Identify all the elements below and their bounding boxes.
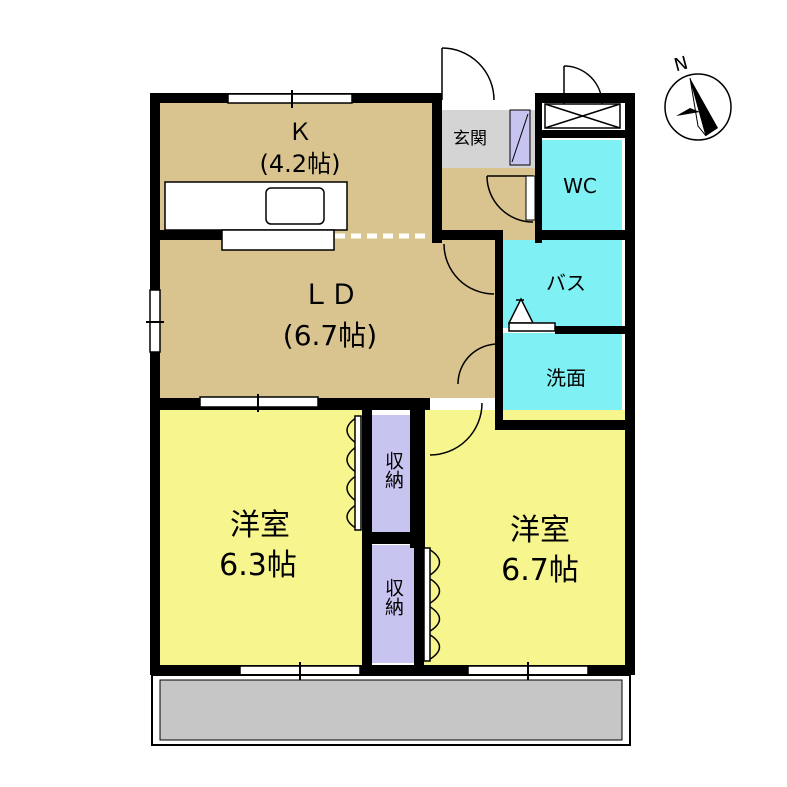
western-room-left-area	[160, 410, 362, 665]
window-mullions	[146, 90, 529, 680]
kitchen-counter-front	[221, 229, 335, 251]
bath-label: バス	[546, 271, 586, 295]
genkan-label: 玄関	[453, 129, 487, 149]
wc-label: WC	[563, 174, 597, 198]
balcony-railing	[151, 674, 631, 746]
service-balcony-gate	[544, 103, 621, 129]
bath-door-panel	[508, 322, 556, 332]
wc-area	[540, 140, 622, 230]
kitchen-size-label: (4.2帖)	[260, 150, 341, 178]
washroom-label: 洗面	[546, 366, 586, 390]
compass-label: N	[672, 53, 690, 77]
north-arrow-icon	[664, 73, 732, 141]
kitchen-sink	[265, 187, 325, 225]
kitchen-label: Ｋ	[288, 118, 312, 146]
western-room-right-area	[420, 410, 625, 665]
wc-door-panel	[525, 175, 536, 221]
western-room-right-label: 洋室	[510, 513, 570, 548]
western-room-right-size-label: 6.7帖	[501, 553, 579, 588]
living-dining-area	[160, 240, 497, 398]
storage-lower-area	[372, 545, 414, 663]
washroom-area	[502, 333, 622, 421]
storage-upper-label: 収納	[382, 451, 404, 489]
storage-upper-area	[372, 415, 414, 532]
living-dining-size-label: (6.7帖)	[283, 319, 377, 352]
living-dining-label: ＬＤ	[302, 278, 358, 311]
storage-lower-label: 収納	[382, 578, 404, 616]
balcony-inner-railing	[159, 679, 623, 741]
storage-lower-folding-door	[423, 547, 441, 662]
western-room-left-label: 洋室	[230, 508, 290, 543]
western-room-left-size-label: 6.3帖	[219, 548, 297, 583]
balcony-area	[160, 680, 622, 740]
storage-upper-folding-door	[346, 415, 362, 531]
entry-hall-area	[435, 168, 535, 240]
door-swings	[429, 47, 603, 456]
